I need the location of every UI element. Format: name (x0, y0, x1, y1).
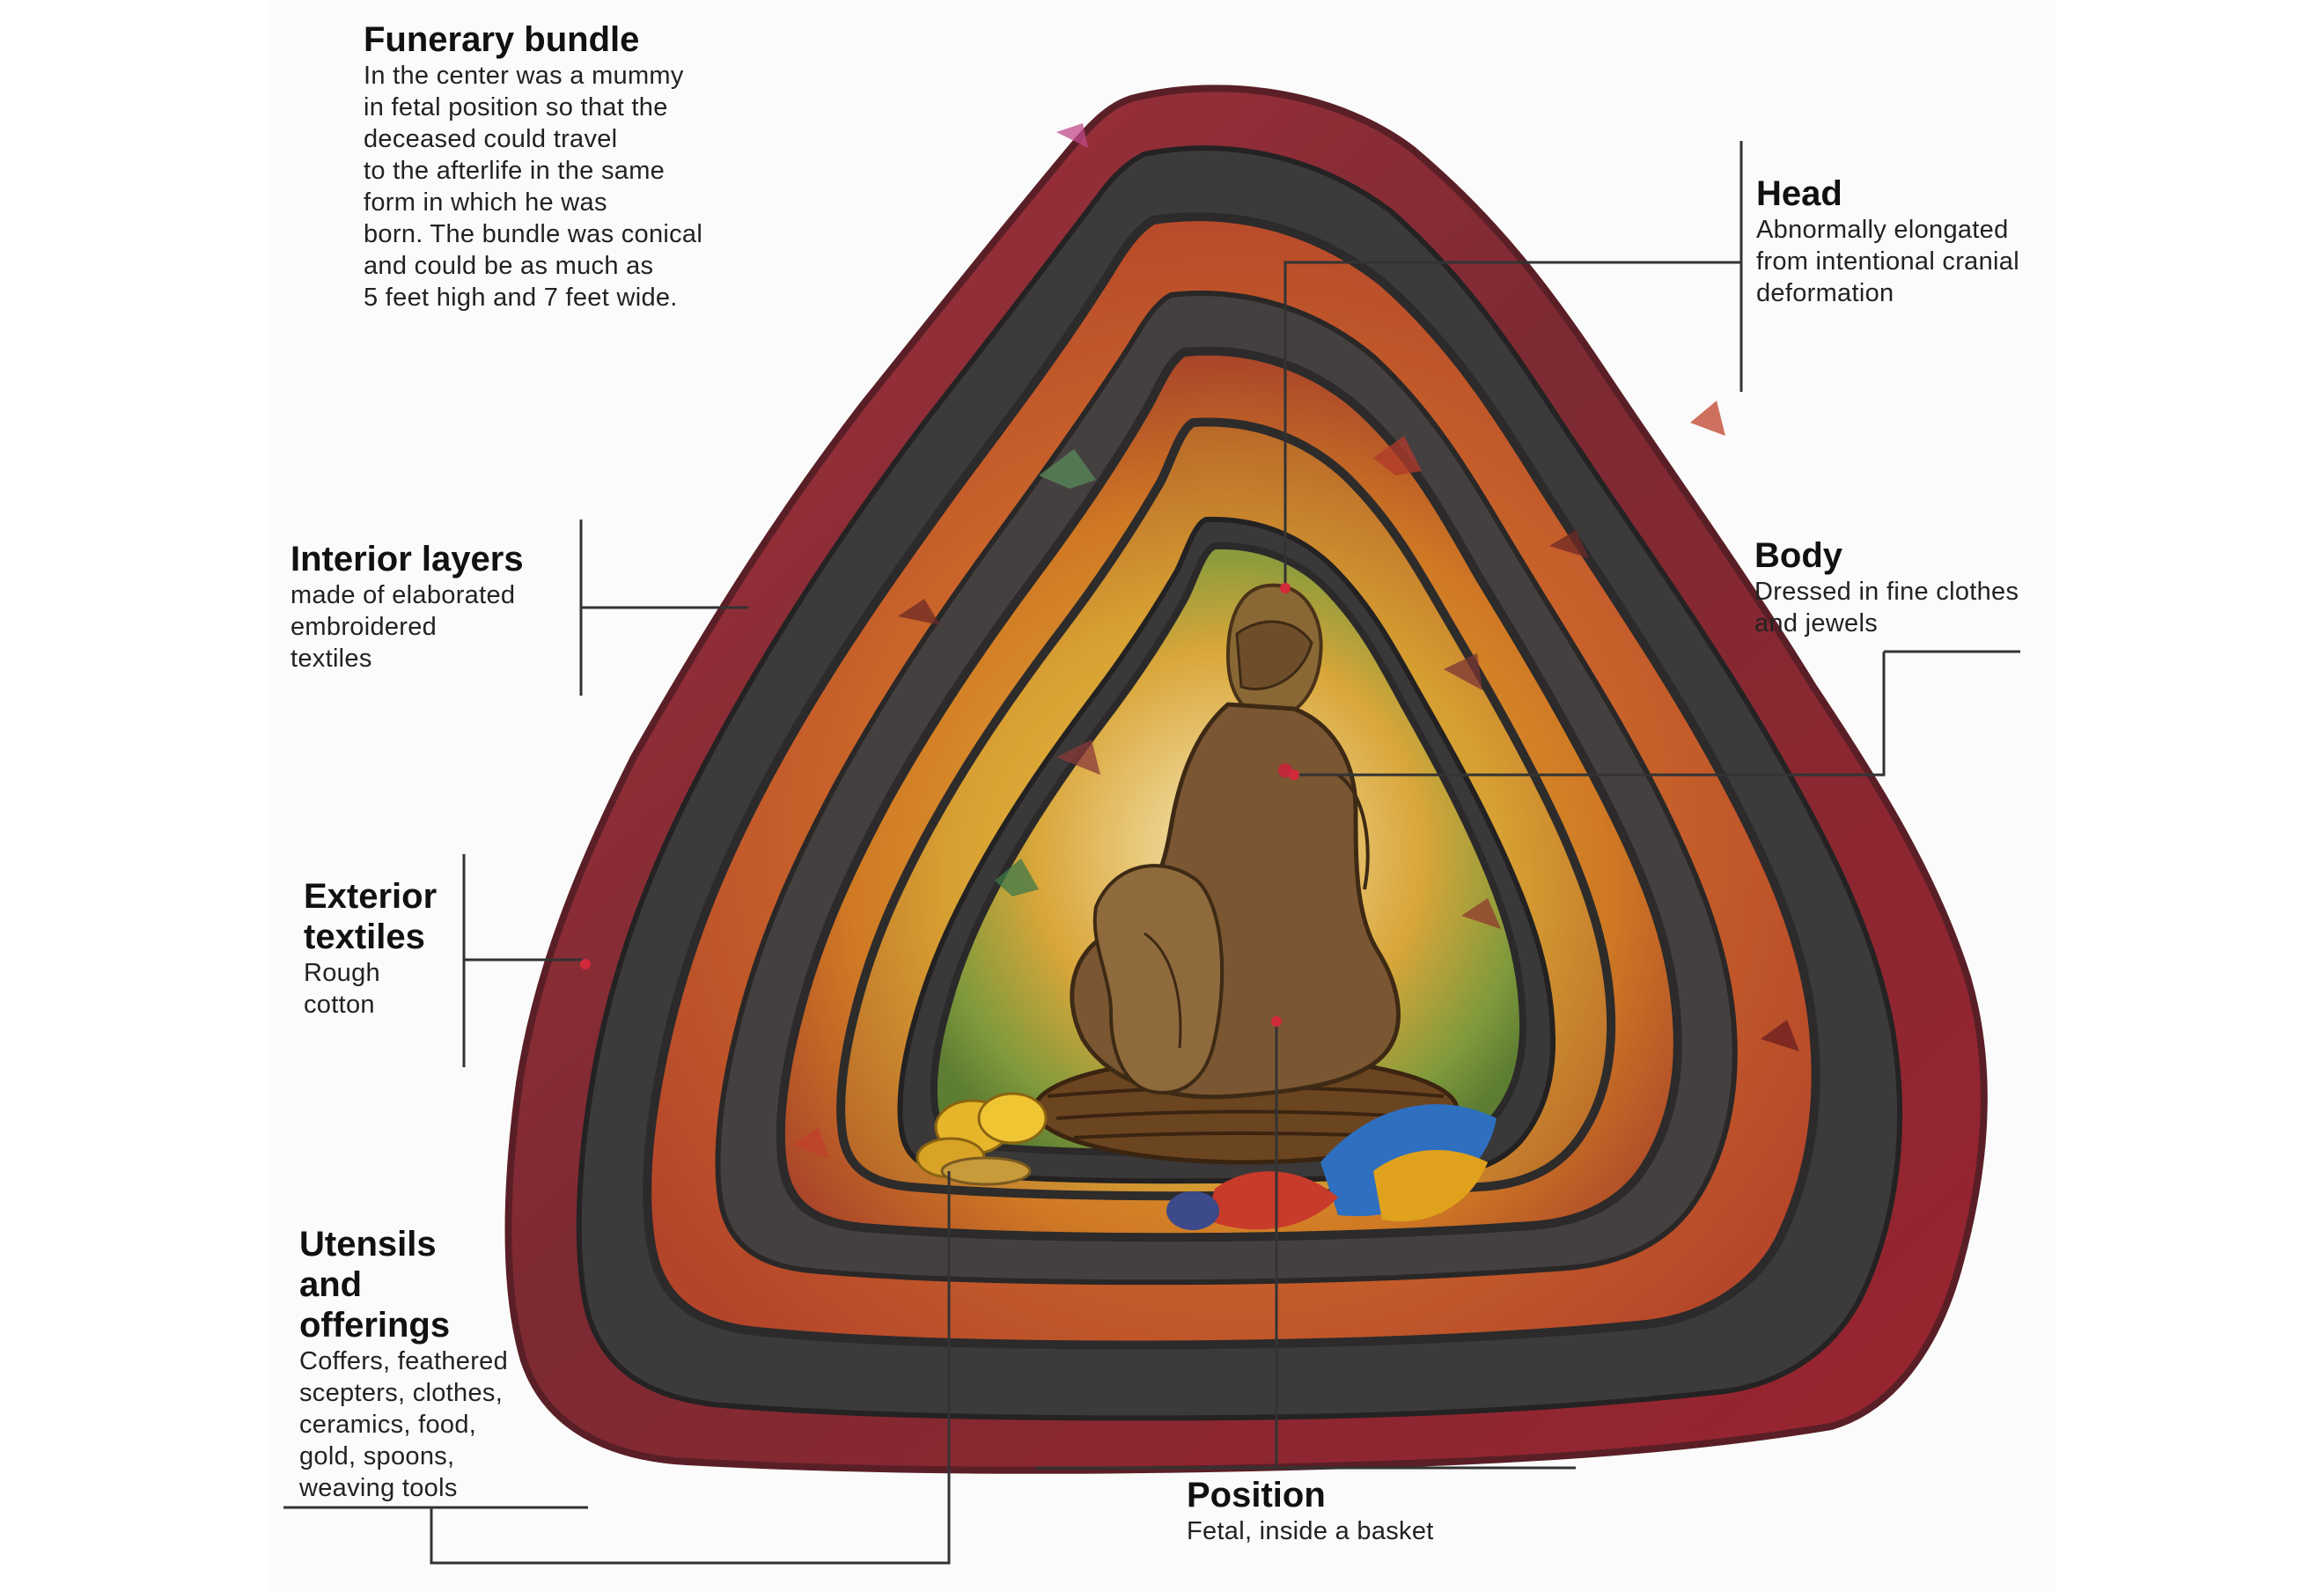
textile-motif-icons (792, 123, 1799, 1159)
label-title: Interior layers (290, 540, 524, 579)
label-text: Dressed in fine clothes and jewels (1754, 578, 2019, 638)
label-interior-layers: Interior layers made of elaborated embro… (290, 539, 524, 674)
leader-line-interior-layers (579, 520, 748, 696)
label-exterior-textiles: Exterior textiles Rough cotton (304, 876, 437, 1021)
feather-offering-icon (1166, 1104, 1497, 1230)
label-text: Abnormally elongated from intentional cr… (1756, 216, 2019, 307)
leader-line-body (1294, 650, 2020, 777)
label-text: made of elaborated embroidered textiles (290, 581, 516, 673)
leader-line-exterior-textiles (462, 854, 583, 1067)
label-title: Funerary bundle (364, 20, 640, 59)
leader-lines (283, 141, 2020, 1565)
label-text: Rough cotton (304, 959, 380, 1019)
label-body: Body Dressed in fine clothes and jewels (1754, 535, 2019, 639)
label-funerary-bundle: Funerary bundle In the center was a mumm… (364, 19, 702, 313)
label-title: Position (1187, 1476, 1326, 1515)
mummy-figure-icon (1070, 583, 1401, 1100)
marker-body (1289, 770, 1299, 780)
leader-line-head (1283, 141, 1743, 586)
marker-dots (580, 583, 1299, 1027)
label-utensils-offerings: Utensils and offerings Coffers, feathere… (299, 1224, 508, 1504)
label-text: Coffers, feathered scepters, clothes, ce… (299, 1347, 509, 1502)
label-text: Fetal, inside a basket (1187, 1517, 1434, 1545)
marker-position (1271, 1016, 1282, 1027)
label-position: Position Fetal, inside a basket (1187, 1475, 1434, 1547)
label-head: Head Abnormally elongated from intention… (1756, 173, 2019, 309)
label-title: Utensils and offerings (299, 1225, 451, 1345)
corn-offering-icon (916, 1092, 1048, 1186)
label-title: Exterior textiles (304, 877, 438, 956)
leader-line-utensils (283, 1171, 951, 1565)
label-title: Head (1756, 174, 1842, 213)
marker-head (1280, 583, 1291, 593)
leader-line-position (1036, 1021, 1576, 1470)
marker-exterior-textiles (580, 959, 591, 969)
label-text: In the center was a mummy in fetal posit… (364, 62, 703, 312)
label-title: Body (1754, 536, 1842, 575)
